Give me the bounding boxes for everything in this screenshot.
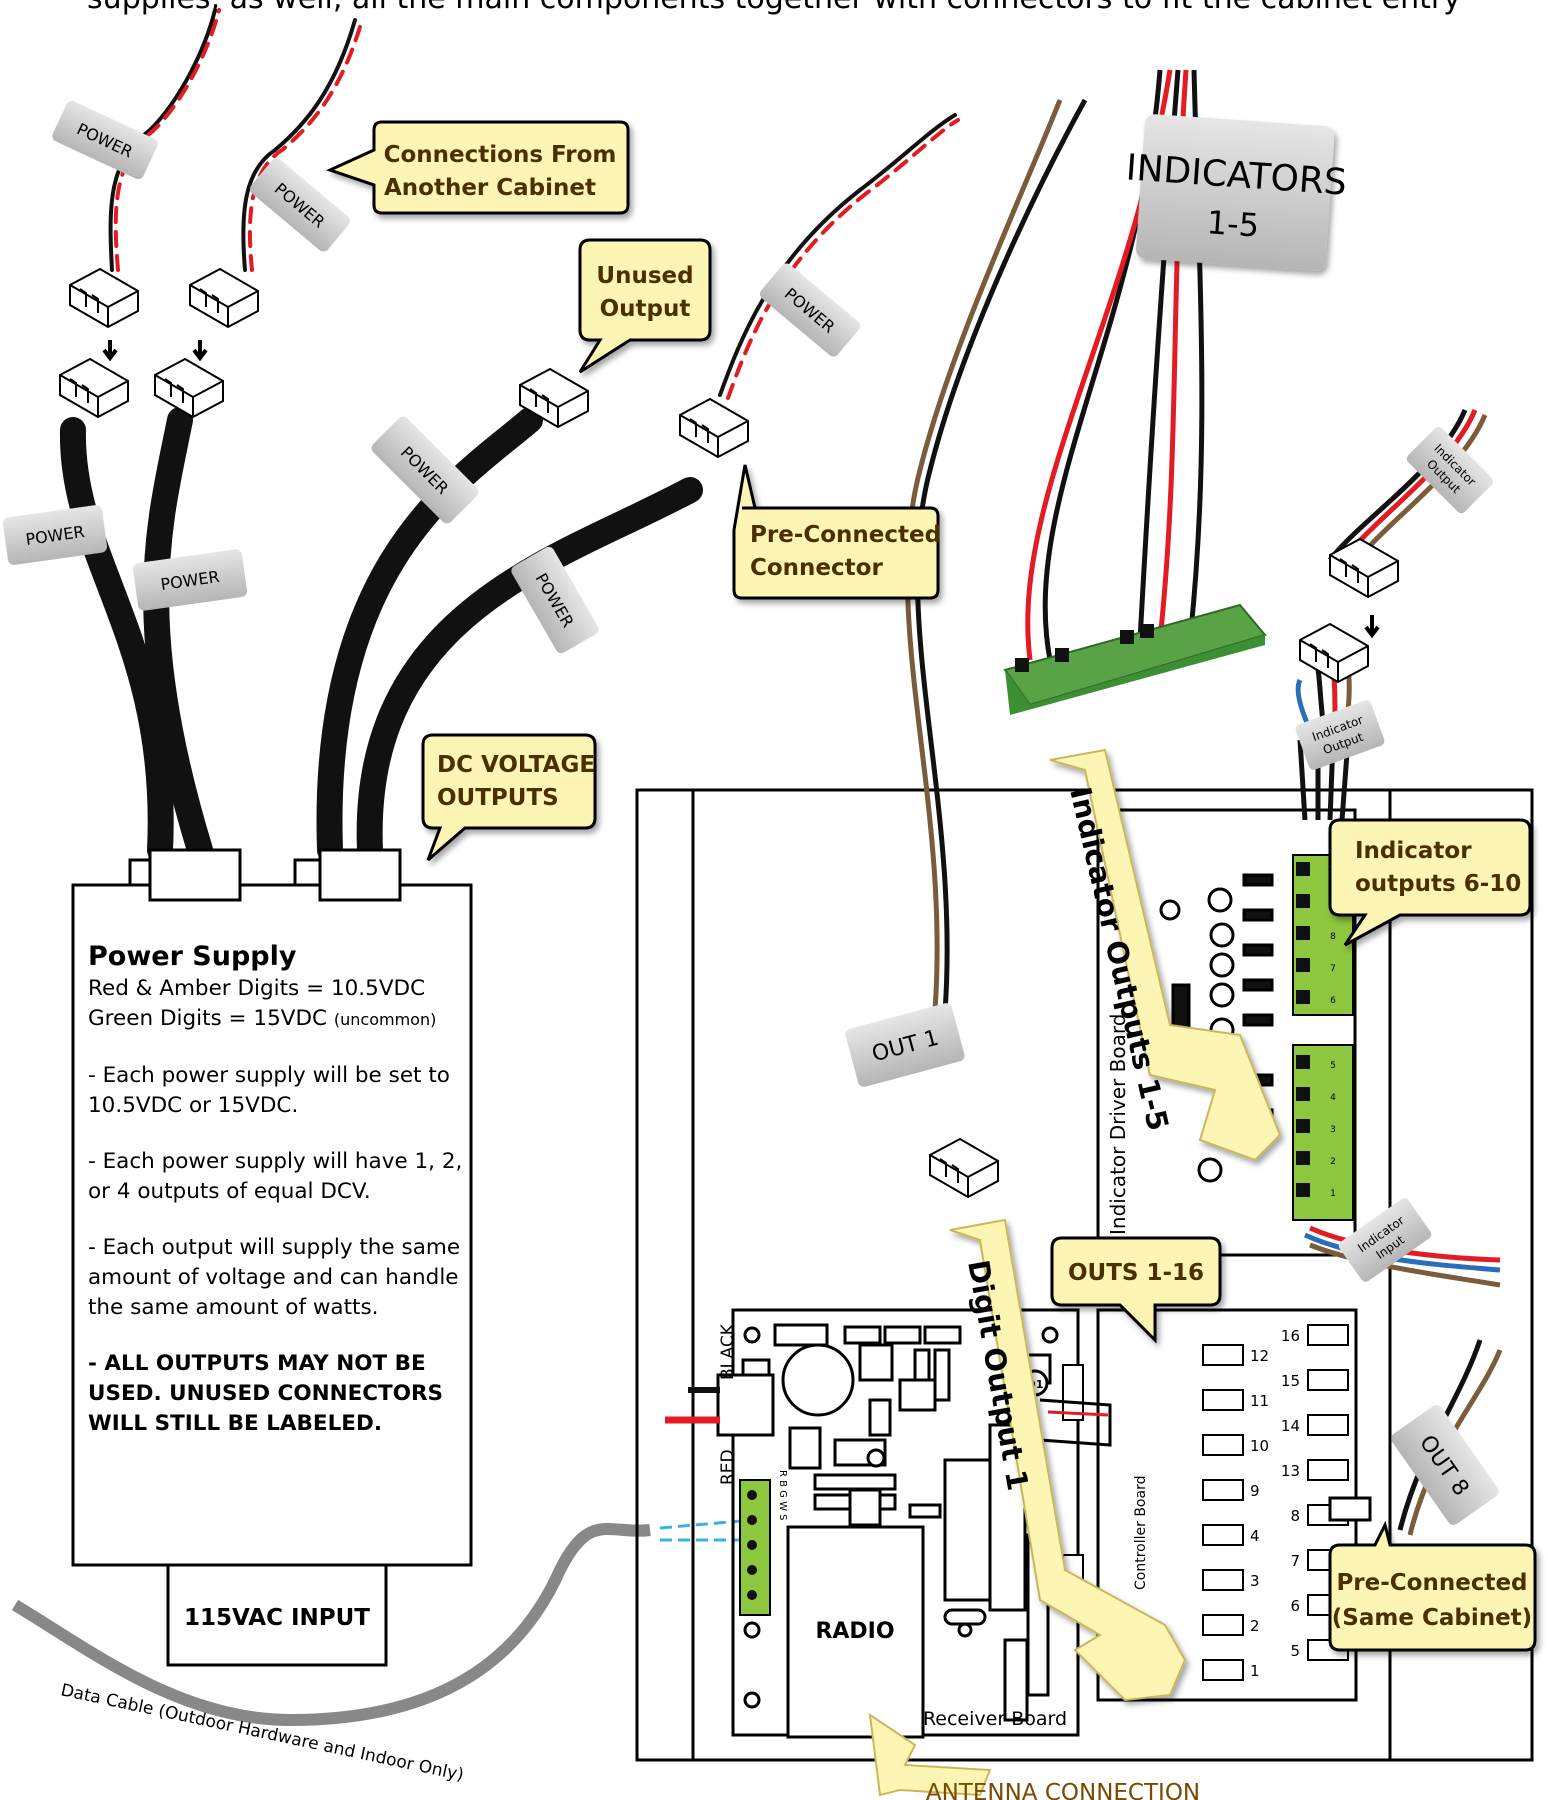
antenna-label: ANTENNA CONNECTION [926, 1780, 1200, 1800]
callout-unused-output: Unused Output [578, 238, 712, 374]
out-right-6: 7 [1290, 1552, 1300, 1570]
callout-outs-1-16-label: OUTS 1-16 [1068, 1260, 1204, 1286]
terminal-bottom-num-1: 5 [1330, 1061, 1336, 1071]
callout-same-cabinet-l2: (Same Cabinet) [1332, 1605, 1532, 1631]
controller-board-label: Controller Board [1133, 1476, 1149, 1590]
power-supply-green-note: (uncommon) [333, 1010, 437, 1029]
out-left-4: 9 [1250, 1482, 1260, 1500]
terminal-bottom-num-2: 4 [1330, 1093, 1336, 1103]
indicator-terminal-block [1003, 603, 1267, 715]
power-supply-description: Power Supply Red & Amber Digits = 10.5VD… [88, 940, 468, 1439]
out-left-6: 3 [1250, 1572, 1260, 1590]
power-supply-para3: - Each output will supply the same amoun… [88, 1235, 461, 1320]
header-text: supplies, as well, all the main componen… [87, 0, 1461, 16]
indicator-wires [905, 69, 1503, 1536]
terminal-top-num-5: 6 [1330, 996, 1336, 1006]
power-supply-box [71, 883, 473, 1567]
ac-input-box [166, 1563, 388, 1667]
ac-input-label: 115VAC INPUT [184, 1605, 370, 1631]
callout-dc-voltage-l2: OUTPUTS [437, 785, 559, 811]
terminal-top-num-4: 7 [1330, 964, 1336, 974]
callout-outs-1-16: OUTS 1-16 [1050, 1236, 1222, 1344]
callout-connections-l1: Connections From [384, 142, 617, 168]
callout-unused-output-l1: Unused [596, 263, 693, 289]
power-supply-red-amber: Red & Amber Digits = 10.5VDC [88, 976, 426, 1001]
terminal-bottom-num-3: 3 [1330, 1125, 1336, 1135]
data-cable [11, 1522, 651, 1727]
receiver-terminal [739, 1479, 771, 1616]
black-label: BLACK [718, 1323, 738, 1380]
out-right-5: 8 [1290, 1507, 1300, 1525]
power-supply-para4: - ALL OUTPUTS MAY NOT BE USED. UNUSED CO… [88, 1351, 444, 1436]
callout-pre-connected-connector-l2: Connector [750, 555, 883, 581]
out-right-4: 13 [1281, 1462, 1300, 1480]
power-tags: POWER POWER POWER POWER POWER POWER POWE… [2, 100, 860, 654]
out1-tag: OUT 1 [845, 1003, 965, 1087]
controller-outs [1202, 1324, 1349, 1681]
indicator-output-tag-2: Indicator Output [1295, 700, 1385, 770]
callout-indicator-outputs-l1: Indicator [1355, 838, 1472, 864]
out-left-2: 11 [1250, 1392, 1269, 1410]
callout-dc-voltage: DC VOLTAGE OUTPUTS [421, 733, 597, 862]
indicators-tag: INDICATORS 1-5 [1125, 114, 1348, 271]
out-right-1: 16 [1281, 1327, 1300, 1345]
red-label: RED [718, 1449, 738, 1485]
power-supply-green: Green Digits = 15VDC (uncommon) [88, 1004, 468, 1035]
callout-connections: Connections From Another Cabinet [325, 120, 630, 215]
callout-unused-output-l2: Output [600, 296, 691, 322]
terminal-bottom-num-5: 1 [1330, 1189, 1336, 1199]
callout-pre-connected-same-cabinet: Pre-Connected (Same Cabinet) [1328, 1520, 1537, 1652]
rbgws-label: R B G W S [777, 1470, 788, 1521]
out-right-3: 14 [1281, 1417, 1300, 1435]
out-left-5: 4 [1250, 1527, 1260, 1545]
out-left-8: 1 [1250, 1662, 1260, 1680]
indicator-driver-label: Indicator Driver Board [1106, 1014, 1130, 1235]
callout-dc-voltage-l1: DC VOLTAGE [437, 752, 595, 778]
callout-indicator-outputs-6-10: Indicator outputs 6-10 [1328, 818, 1532, 947]
callout-pre-connected-connector: Pre-Connected Connector [732, 464, 941, 600]
out-right-7: 6 [1290, 1597, 1300, 1615]
data-cable-label: Data Cable (Outdoor Hardware and Indoor … [59, 1680, 465, 1785]
terminal-bottom [1292, 1044, 1354, 1221]
callout-pre-connected-connector-l1: Pre-Connected [750, 522, 941, 548]
receiver-components [741, 1323, 1059, 1739]
power-cables [59, 8, 960, 863]
antenna-arrow [868, 1712, 992, 1797]
terminal-bottom-num-4: 2 [1330, 1157, 1336, 1167]
out-right-2: 15 [1281, 1372, 1300, 1390]
power-supply-title: Power Supply [88, 941, 297, 972]
power-supply-para1: - Each power supply will be set to 10.5V… [88, 1063, 450, 1118]
callout-indicator-outputs-l2: outputs 6-10 [1355, 871, 1521, 897]
out-left-7: 2 [1250, 1617, 1260, 1635]
callout-same-cabinet-l1: Pre-Connected [1336, 1570, 1527, 1596]
out-left-3: 10 [1250, 1437, 1269, 1455]
radio-label: RADIO [815, 1619, 894, 1644]
power-supply-green-text: Green Digits = 15VDC [88, 1006, 328, 1031]
power-supply-para2: - Each power supply will have 1, 2, or 4… [88, 1149, 463, 1204]
indicators-tag-line2: 1-5 [1206, 203, 1261, 245]
callout-connections-l2: Another Cabinet [384, 175, 596, 201]
receiver-board-label: Receiver Board [923, 1708, 1067, 1730]
out-left-1: 12 [1250, 1347, 1269, 1365]
out-right-8: 5 [1290, 1642, 1300, 1660]
terminal-top-num-3: 8 [1330, 932, 1336, 942]
